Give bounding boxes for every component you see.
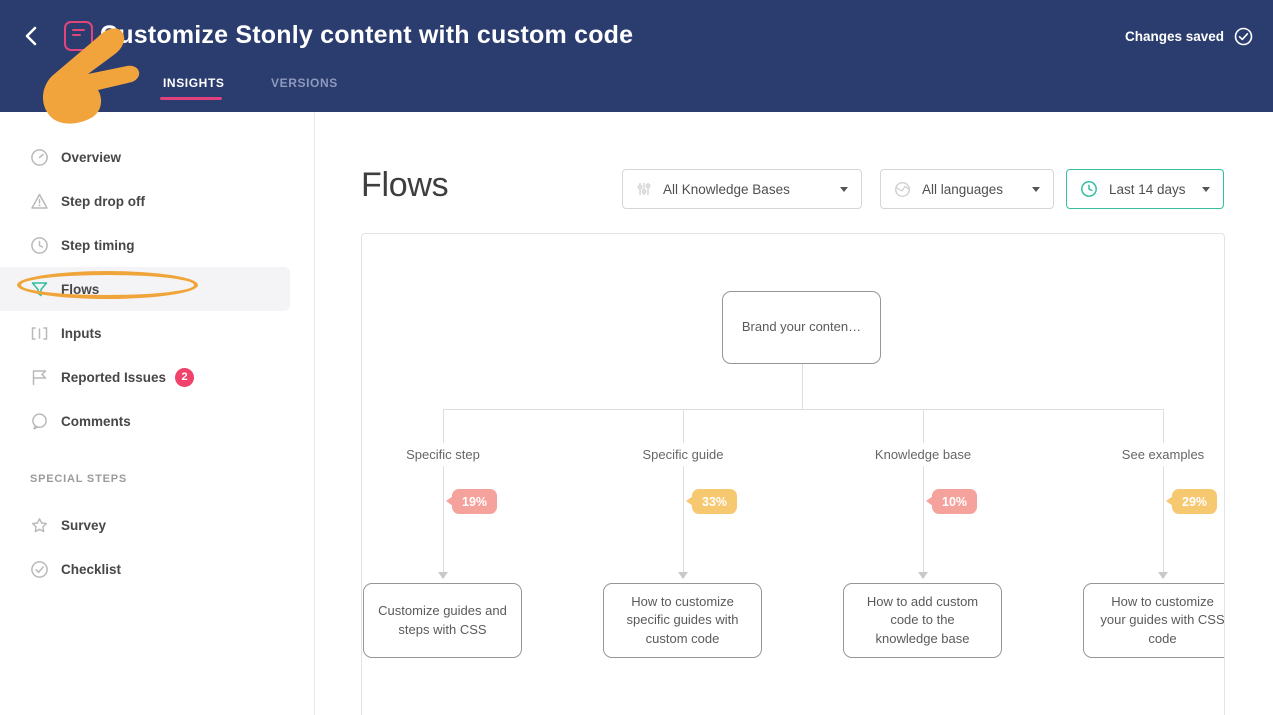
funnel-icon: [30, 280, 49, 299]
sidebar-section-special-steps: SPECIAL STEPS: [30, 473, 127, 485]
flow-leaf-node[interactable]: How to add custom code to the knowledge …: [843, 583, 1002, 658]
input-brackets-icon: [30, 324, 49, 343]
page-title: Customize Stonly content with custom cod…: [100, 21, 634, 49]
sidebar-item-label: Survey: [61, 517, 107, 533]
gauge-icon: [30, 148, 49, 167]
active-tab-underline: [160, 97, 222, 100]
arrowhead-icon: [918, 572, 928, 579]
chevron-down-icon: [1202, 186, 1210, 192]
language-filter[interactable]: All languages: [880, 169, 1054, 209]
sidebar-item-comments[interactable]: Comments: [0, 399, 314, 443]
percent-badge: 19%: [445, 489, 498, 514]
knowledge-base-filter-value: All Knowledge Bases: [663, 181, 790, 197]
arrowhead-icon: [678, 572, 688, 579]
arrowhead-icon: [438, 572, 448, 579]
sidebar-item-step-timing[interactable]: Step timing: [0, 223, 314, 267]
date-range-filter-value: Last 14 days: [1109, 181, 1186, 197]
percent-badge: 10%: [925, 489, 978, 514]
reported-issues-count-badge: 2: [175, 367, 195, 387]
star-icon: [30, 516, 49, 535]
connector-line: [443, 409, 444, 572]
sidebar-item-label: Step timing: [61, 237, 135, 253]
comment-icon: [30, 412, 49, 431]
sidebar-item-reported-issues[interactable]: Reported Issues 2: [0, 355, 314, 399]
language-filter-value: All languages: [922, 181, 1004, 197]
chevron-left-icon: [25, 26, 37, 46]
connector-line: [802, 364, 803, 409]
insights-sidebar: Overview Step drop off Step timing Flows…: [0, 112, 315, 715]
sidebar-item-label: Flows: [61, 281, 100, 297]
sidebar-item-step-drop-off[interactable]: Step drop off: [0, 179, 314, 223]
branch-label: Specific step: [363, 443, 523, 466]
flow-leaf-node[interactable]: How to customize your guides with CSS co…: [1083, 583, 1224, 658]
knowledge-base-filter[interactable]: All Knowledge Bases: [622, 169, 862, 209]
clock-icon: [1081, 181, 1097, 197]
top-header: Customize Stonly content with custom cod…: [0, 0, 1273, 124]
check-circle-icon: [1234, 27, 1253, 46]
save-status: Changes saved: [1125, 27, 1253, 46]
guide-icon: [64, 21, 93, 51]
clock-icon: [30, 236, 49, 255]
branch-label: Knowledge base: [843, 443, 1003, 466]
sidebar-item-checklist[interactable]: Checklist: [0, 547, 314, 591]
tab-bar: EDITOR INSIGHTS VERSIONS: [0, 76, 1273, 102]
chevron-down-icon: [840, 186, 848, 192]
sidebar-item-inputs[interactable]: Inputs: [0, 311, 314, 355]
sidebar-item-survey[interactable]: Survey: [0, 503, 314, 547]
branch-label: Specific guide: [603, 443, 763, 466]
tab-versions[interactable]: VERSIONS: [271, 76, 338, 90]
sidebar-item-label: Overview: [61, 149, 122, 165]
sidebar-item-label: Reported Issues: [61, 369, 167, 385]
arrowhead-icon: [1158, 572, 1168, 579]
sliders-icon: [637, 183, 651, 195]
flow-leaf-node[interactable]: Customize guides and steps with CSS: [363, 583, 522, 658]
back-button[interactable]: [22, 25, 44, 47]
flow-leaf-node[interactable]: How to customize specific guides with cu…: [603, 583, 762, 658]
connector-line: [443, 409, 1163, 410]
check-circle-icon: [30, 560, 49, 579]
flow-root-node[interactable]: Brand your conten…: [722, 291, 881, 364]
globe-icon: [894, 181, 911, 197]
percent-badge: 29%: [1165, 489, 1218, 514]
save-status-label: Changes saved: [1125, 29, 1225, 44]
sidebar-item-label: Step drop off: [61, 193, 145, 209]
percent-badge: 33%: [685, 489, 738, 514]
sidebar-item-label: Inputs: [61, 325, 102, 341]
warning-icon: [30, 192, 49, 211]
chevron-down-icon: [1032, 186, 1040, 192]
flow-diagram-panel: Brand your conten… Specific step Specifi…: [361, 233, 1225, 715]
tab-insights[interactable]: INSIGHTS: [163, 76, 225, 90]
date-range-filter[interactable]: Last 14 days: [1066, 169, 1224, 209]
connector-line: [923, 409, 924, 572]
sidebar-item-overview[interactable]: Overview: [0, 135, 314, 179]
sidebar-item-label: Comments: [61, 413, 131, 429]
flag-icon: [30, 368, 49, 387]
sidebar-item-label: Checklist: [61, 561, 122, 577]
flows-heading: Flows: [361, 166, 449, 204]
tab-editor[interactable]: EDITOR: [61, 76, 111, 90]
branch-label: See examples: [1083, 443, 1224, 466]
connector-line: [683, 409, 684, 572]
sidebar-item-flows[interactable]: Flows: [0, 267, 290, 311]
connector-line: [1163, 409, 1164, 572]
